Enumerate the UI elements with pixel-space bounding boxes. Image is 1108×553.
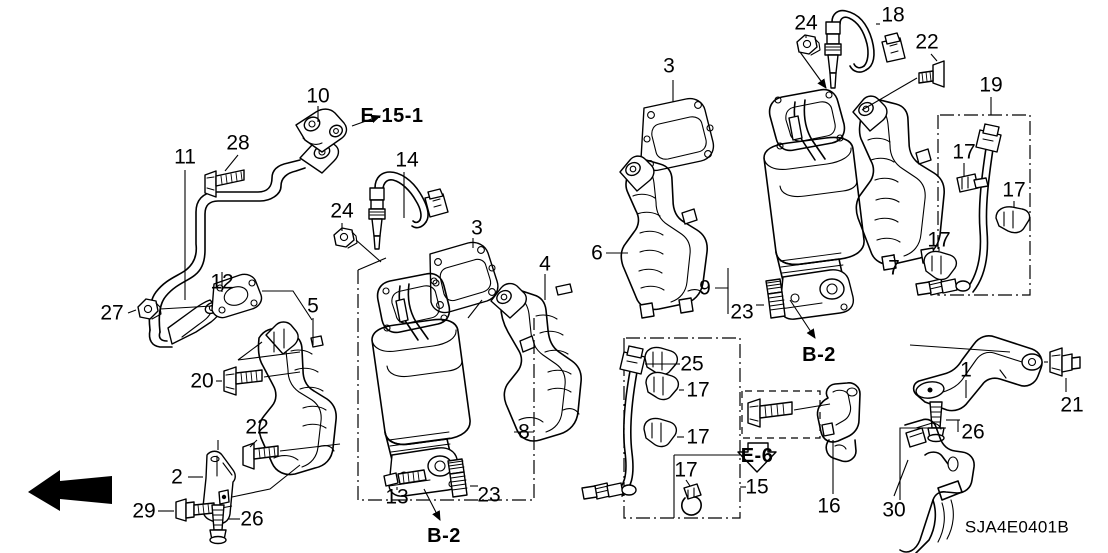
part-bolt-21 [1049, 347, 1081, 377]
part-nut-27 [137, 298, 162, 320]
part-gasket-12 [211, 273, 263, 319]
part-sensor-set-15 [581, 337, 746, 519]
part-bolt-26-right [927, 401, 945, 443]
callout-22-left: 22 [245, 415, 269, 439]
callout-10: 10 [306, 84, 330, 108]
part-heatshield-30 [899, 418, 975, 553]
callout-17-a: 17 [952, 140, 976, 164]
callout-26-left: 26 [240, 507, 264, 531]
callout-22-right: 22 [915, 30, 939, 54]
part-cover-5 [257, 321, 337, 476]
callout-17-f: 17 [674, 458, 698, 482]
callout-23-right: 23 [730, 300, 754, 324]
diagram-code: SJA4E0401B [964, 517, 1070, 537]
callout-25: 25 [680, 352, 704, 376]
front-direction-label: FR. [60, 479, 96, 504]
callout-26-right: 26 [961, 420, 985, 444]
callout-b-2-right[interactable]: B-2 [802, 344, 836, 366]
clip-17-b [995, 206, 1031, 234]
callout-3-mid: 3 [471, 216, 483, 240]
clip-17-c [923, 250, 958, 281]
callout-3-upper: 3 [663, 54, 675, 78]
part-bolt-22-right [918, 60, 945, 88]
callout-11: 11 [174, 145, 196, 169]
clip-17-a [956, 173, 989, 193]
part-cover-4 [490, 282, 582, 442]
callout-30: 30 [882, 498, 906, 522]
clip-25 [644, 346, 679, 376]
callout-19: 19 [979, 73, 1003, 97]
part-egr-flange-10 [295, 108, 348, 153]
part-bolt-26-left [209, 504, 227, 545]
part-converter-8-head [763, 88, 865, 320]
fr-arrow [28, 470, 112, 511]
ref-e6-group [737, 390, 821, 473]
callout-7: 7 [888, 256, 900, 280]
part-bolt-28 [204, 169, 245, 198]
callout-6: 6 [591, 241, 603, 265]
part-oxygen-sensor-14 [368, 171, 449, 250]
callout-2: 2 [171, 465, 183, 489]
callout-1: 1 [960, 358, 972, 382]
callout-12: 12 [210, 270, 234, 294]
callout-17-c: 17 [927, 228, 951, 252]
callout-e-15-1[interactable]: E-15-1 [360, 105, 424, 127]
callout-24-right: 24 [794, 11, 818, 35]
part-bracket-1 [912, 335, 1043, 412]
callout-16: 16 [817, 494, 841, 518]
part-clamp-16 [816, 382, 861, 463]
part-stud-23-right [765, 278, 786, 319]
part-cover-6 [619, 155, 708, 319]
part-stud-23-left [447, 458, 468, 498]
part-stud-13 [383, 469, 427, 487]
callout-23-left: 23 [477, 483, 501, 507]
part-bolt-22-left [242, 442, 279, 470]
callout-17-d: 17 [686, 378, 710, 402]
callout-21: 21 [1060, 393, 1084, 417]
callout-5: 5 [307, 294, 319, 318]
callout-24-left: 24 [330, 199, 354, 223]
callout-4: 4 [539, 252, 551, 276]
callout-27: 27 [100, 301, 124, 325]
callout-20: 20 [190, 369, 214, 393]
part-gasket-3-upper [640, 97, 715, 172]
callout-15: 15 [745, 475, 769, 499]
callout-29: 29 [132, 499, 156, 523]
clip-17-e [643, 417, 678, 448]
part-harness-19 [915, 97, 1031, 296]
callout-17-b: 17 [1002, 178, 1026, 202]
part-nut-24-left [333, 227, 358, 249]
clip-17-d [645, 371, 680, 401]
callout-8: 8 [518, 420, 530, 444]
callout-17-e: 17 [686, 425, 710, 449]
callout-28: 28 [226, 131, 250, 155]
callout-14: 14 [395, 148, 419, 172]
callout-13: 13 [385, 485, 409, 509]
clip-17-f [681, 483, 702, 516]
callout-b-2-left[interactable]: B-2 [427, 525, 461, 547]
callout-18: 18 [881, 3, 905, 27]
part-nut-24-right [796, 34, 821, 56]
part-converter-9 [371, 272, 471, 497]
part-oxygen-sensor-18 [824, 9, 906, 89]
callout-e-6[interactable]: E-6 [740, 445, 774, 467]
part-cover-7 [852, 95, 945, 271]
part-bolt-20 [223, 366, 263, 396]
callout-9: 9 [699, 276, 711, 300]
